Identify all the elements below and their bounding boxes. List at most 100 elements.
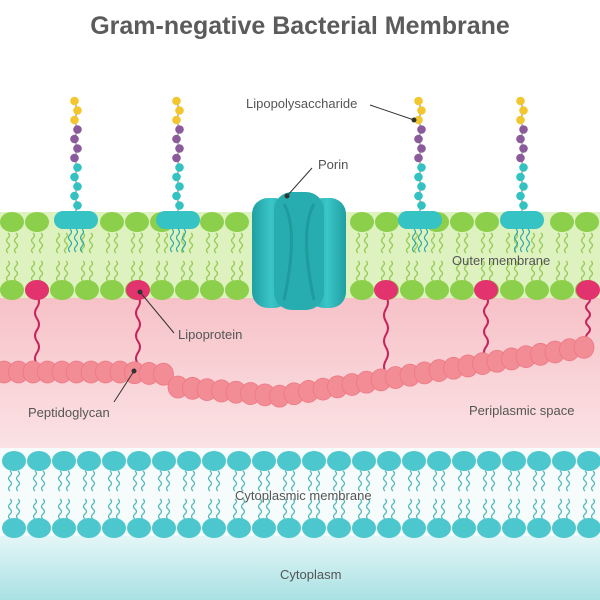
periplasmic-space-label: Periplasmic space	[469, 403, 575, 418]
lipopolysaccharide	[500, 96, 544, 253]
lipid-tail	[290, 470, 296, 492]
lps-sugar-unit	[516, 153, 525, 163]
cytoplasmic-lipid-head	[252, 451, 276, 471]
lipoprotein-chain	[585, 295, 591, 342]
lipid-tail	[357, 498, 363, 520]
lipid-tail	[257, 498, 263, 520]
lipid-tail	[588, 232, 594, 254]
cytoplasmic-lipid-head	[427, 518, 451, 538]
lps-sugar-unit	[516, 172, 525, 182]
lps-sugar-unit	[519, 182, 528, 191]
lipid-tail	[65, 470, 71, 492]
cytoplasmic-lipid-head	[177, 518, 201, 538]
lipid-tail	[140, 470, 146, 492]
outer-lipid-head	[0, 212, 24, 232]
porin-protein	[252, 192, 346, 310]
diagram-title: Gram-negative Bacterial Membrane	[90, 12, 510, 40]
inner-lipid-head	[500, 280, 524, 300]
lipid-tail	[15, 470, 21, 492]
cytoplasmic-lipid-head	[502, 518, 526, 538]
lipid-tail	[465, 470, 471, 492]
inner-lipid-head	[150, 280, 174, 300]
lps-sugar-unit	[73, 144, 82, 153]
lipid-tail	[82, 498, 88, 520]
lipid-tail	[388, 260, 394, 282]
outer-membrane-lipid-tails	[5, 232, 594, 282]
inner-lipid-head	[400, 280, 424, 300]
lipid-tail	[38, 260, 44, 282]
lipid-tail	[180, 260, 186, 282]
lipid-tail	[40, 498, 46, 520]
lps-sugar-unit	[172, 96, 181, 106]
cytoplasmic-lipid-head	[27, 518, 51, 538]
lps-sugar-unit	[73, 106, 82, 115]
lipoprotein	[374, 280, 398, 374]
lipid-tail	[13, 232, 19, 254]
lipid-tail	[480, 260, 486, 282]
lps-sugar-unit	[417, 106, 426, 115]
lipid-tail	[205, 232, 211, 254]
lps-sugar-unit	[70, 134, 79, 144]
cytoplasmic-lipid-head	[277, 518, 301, 538]
lipid-tail	[5, 232, 11, 254]
cytoplasmic-lipid-head	[202, 451, 226, 471]
cytoplasmic-membrane-label: Cytoplasmic membrane	[235, 488, 372, 503]
lps-tail	[513, 228, 519, 253]
lipid-tail	[265, 470, 271, 492]
lipid-tail	[130, 232, 136, 254]
cytoplasmic-lipid-head	[452, 518, 476, 538]
lps-tail	[525, 228, 531, 253]
lipid-tail	[432, 498, 438, 520]
lps-tail	[181, 228, 187, 253]
lipid-tail	[157, 498, 163, 520]
lipid-tail	[413, 260, 419, 282]
cytoplasmic-lipid-head	[552, 518, 576, 538]
lps-sugar-unit	[175, 201, 184, 210]
lipid-tail	[213, 260, 219, 282]
lipid-tail	[540, 498, 546, 520]
lipid-tail	[482, 470, 488, 492]
lipid-tail	[180, 232, 186, 254]
lipid-tail	[188, 260, 194, 282]
lipoprotein	[126, 280, 150, 365]
lps-sugar-unit	[172, 191, 181, 201]
lps-sugar-unit	[414, 115, 423, 125]
lipid-tail	[407, 470, 413, 492]
lipid-tail	[455, 260, 461, 282]
cytoplasmic-lipid-head	[577, 451, 600, 471]
lipid-tail	[138, 232, 144, 254]
lipid-tail	[232, 498, 238, 520]
lps-lipid-head	[398, 211, 442, 229]
lipid-tail	[582, 470, 588, 492]
lipid-tail	[163, 232, 169, 254]
lipoprotein	[25, 280, 49, 365]
cytoplasmic-lipid-head	[577, 518, 600, 538]
lipid-tail	[57, 498, 63, 520]
lipid-tail	[332, 470, 338, 492]
cytoplasmic-lipid-head	[327, 451, 351, 471]
cytoplasmic-lipid-head	[202, 518, 226, 538]
lipid-tail	[55, 260, 61, 282]
lipid-tail	[355, 232, 361, 254]
lipid-tail	[382, 470, 388, 492]
lipoprotein-chains	[25, 280, 600, 374]
outer-lipid-head	[200, 212, 224, 232]
lipid-tail	[563, 260, 569, 282]
lipid-tail	[165, 470, 171, 492]
lipid-tail	[580, 232, 586, 254]
lipid-tail	[440, 470, 446, 492]
lipid-tail	[7, 498, 13, 520]
lipoprotein-head	[474, 280, 498, 300]
lps-sugar-unit	[70, 191, 79, 201]
lipid-tail	[215, 498, 221, 520]
inner-lipid-head	[350, 280, 374, 300]
lipid-tail	[90, 498, 96, 520]
lipid-tail	[432, 470, 438, 492]
lipid-tail	[355, 260, 361, 282]
outer-lipid-head	[125, 212, 149, 232]
cytoplasmic-lipid-head	[427, 451, 451, 471]
peptidoglycan-chain	[0, 335, 595, 408]
lipid-tail	[405, 232, 411, 254]
lipid-tail	[540, 470, 546, 492]
